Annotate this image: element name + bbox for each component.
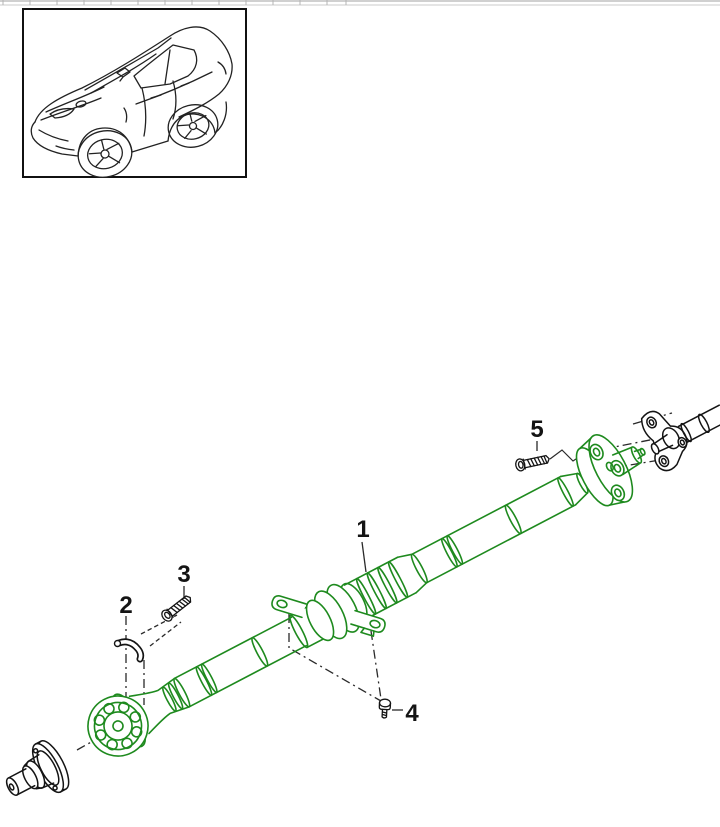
shaft-tube-rear: [411, 472, 589, 584]
front-wheel: [77, 130, 133, 178]
screw-item-5: [515, 454, 550, 472]
rear-wheel: [167, 104, 219, 148]
propeller-shaft-assembly: [87, 434, 646, 757]
callout-5[interactable]: 5: [530, 416, 543, 443]
leader-callout-4-left: [288, 614, 382, 702]
bearing-bracket-ear-right: [350, 609, 386, 637]
panamera-car-outline-icon: [30, 26, 233, 178]
leader-callout-1: [361, 541, 367, 573]
mating-parts: [5, 404, 720, 796]
shaft-tube: [173, 604, 328, 708]
callout-2[interactable]: 2: [119, 592, 132, 619]
bolt-item-4: [378, 698, 392, 719]
output-stub-shaft: [5, 740, 70, 796]
leader-callout-4-right: [370, 630, 382, 700]
joint-boot: [128, 677, 191, 735]
flange-yoke: [640, 404, 720, 472]
cv-joint: [87, 693, 149, 757]
table-edge-ruler: [0, 0, 720, 6]
thumbnail-border: [22, 8, 247, 178]
shaft-stub: [611, 446, 646, 476]
pointer-clamp-lower: [149, 621, 182, 647]
clamp-item-2: [113, 638, 145, 663]
bearing-bracket-ear-left: [271, 595, 307, 619]
center-bearing: [305, 582, 368, 642]
screw-item-3: [161, 595, 192, 622]
vehicle-thumbnail-box: [22, 8, 247, 178]
callout-labels: 1 2 3 4 5: [119, 416, 543, 727]
alignment-line-stub-shaft: [76, 740, 94, 751]
callout-1[interactable]: 1: [356, 516, 369, 543]
callout-3[interactable]: 3: [177, 561, 190, 588]
callout-4[interactable]: 4: [405, 700, 419, 727]
flex-disc: [575, 434, 634, 507]
